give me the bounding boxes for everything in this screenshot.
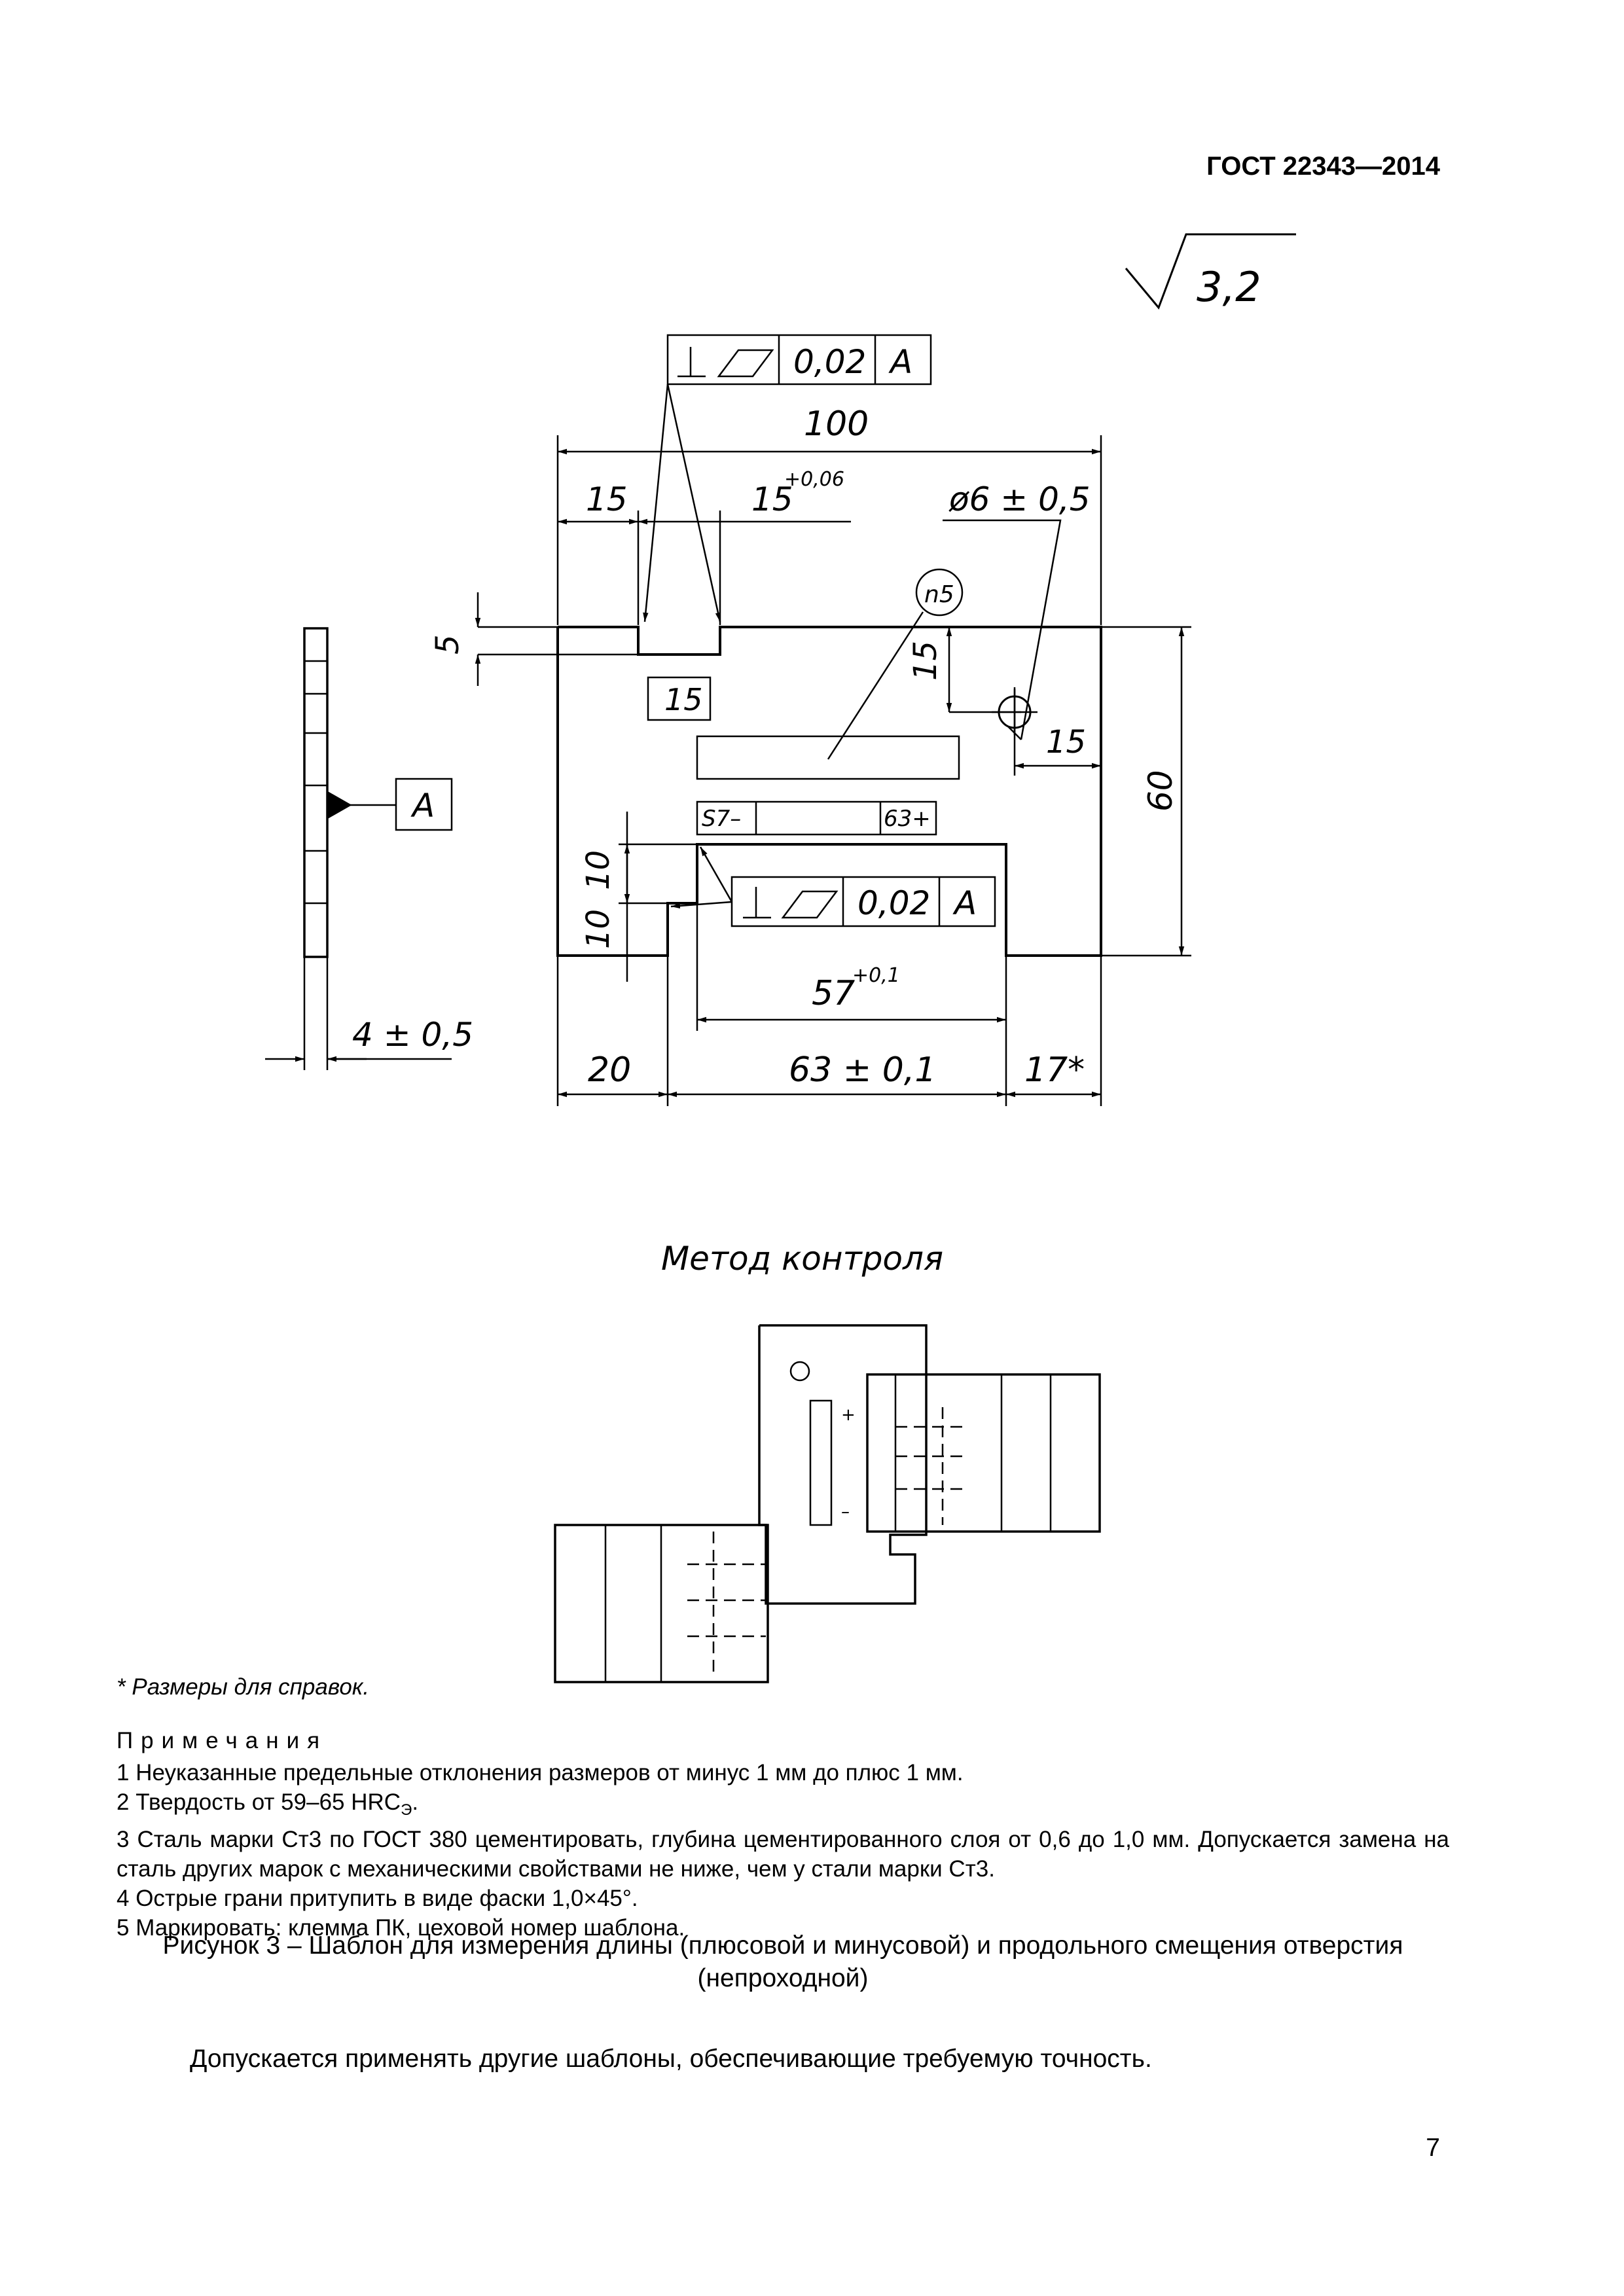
dim-5: 5 <box>429 634 466 655</box>
mark-63: 63+ <box>884 806 931 832</box>
dim-15-left: 15 <box>586 480 628 518</box>
standard-number: ГОСТ 22343—2014 <box>1206 152 1440 181</box>
dim-10-a: 10 <box>580 850 617 890</box>
mark-15: 15 <box>664 682 703 717</box>
footnote: * Размеры для справок. <box>117 1674 370 1700</box>
dim-100: 100 <box>804 404 869 444</box>
side-view <box>265 627 453 1070</box>
tolerance-mid-datum: A <box>952 884 977 922</box>
note-item: 1 Неуказанные предельные отклонения разм… <box>117 1760 964 1785</box>
dim-10-b: 10 <box>580 909 617 949</box>
dim-57: 57 <box>812 974 855 1013</box>
page-number: 7 <box>1426 2134 1440 2162</box>
mark-s7: S7– <box>702 806 741 832</box>
datum-label: A <box>410 787 435 825</box>
note-subscript: Э <box>401 1801 412 1819</box>
tolerance-frame-mid <box>670 846 996 927</box>
body-paragraph: Допускается применять другие шаблоны, об… <box>190 2045 1152 2073</box>
dim-63: 63 ± 0,1 <box>789 1050 937 1090</box>
note-item: 4 Острые грани притупить в виде фаски 1,… <box>117 1886 638 1911</box>
note-item: 2 Твердость от 59–65 HRCЭ. <box>117 1789 419 1819</box>
method-minus: – <box>841 1502 850 1522</box>
dim-15-slot: 15 <box>751 480 793 518</box>
tolerance-frame-top <box>643 334 932 622</box>
dim-hole-diameter: ø6 ± 0,5 <box>948 480 1091 518</box>
dim-60: 60 <box>1142 770 1180 812</box>
roughness-symbol <box>1125 233 1296 310</box>
dim-n5: n5 <box>924 581 954 608</box>
dim-15-vertical: 15 <box>907 641 944 681</box>
notes-title: Примечания <box>117 1728 328 1753</box>
method-plus: + <box>841 1405 856 1425</box>
roughness-value: 3,2 <box>1197 263 1261 311</box>
tolerance-top-value: 0,02 <box>793 343 866 381</box>
tolerance-mid-value: 0,02 <box>857 884 930 922</box>
dim-20: 20 <box>588 1050 631 1090</box>
dim-15-slot-tol: +0,06 <box>784 468 844 491</box>
dim-15-horizontal: 15 <box>1046 724 1086 761</box>
method-title: Метод контроля <box>661 1240 943 1278</box>
dim-17: 17* <box>1024 1050 1085 1090</box>
plate-outline <box>556 626 1102 957</box>
technical-drawing: 3,2 0,02 A 100 15 15 +0,06 ø6 ± 0,5 <box>265 233 1296 1683</box>
dim-57-tol: +0,1 <box>852 964 900 987</box>
dim-thickness: 4 ± 0,5 <box>352 1016 473 1054</box>
notes-list: 1 Неуказанные предельные отклонения разм… <box>117 1758 1449 1943</box>
tolerance-top-datum: A <box>888 343 912 381</box>
method-drawing <box>554 1324 1101 1683</box>
long-slot <box>696 735 960 780</box>
note-item: 3 Сталь марки Ст3 по ГОСТ 380 цементиров… <box>117 1827 1449 1882</box>
note-item: 5 Маркировать: клемма ПК, цеховой номер … <box>117 1915 685 1941</box>
figure-caption: Рисунок 3 – Шаблон для измерения длины (… <box>162 1931 1403 1992</box>
